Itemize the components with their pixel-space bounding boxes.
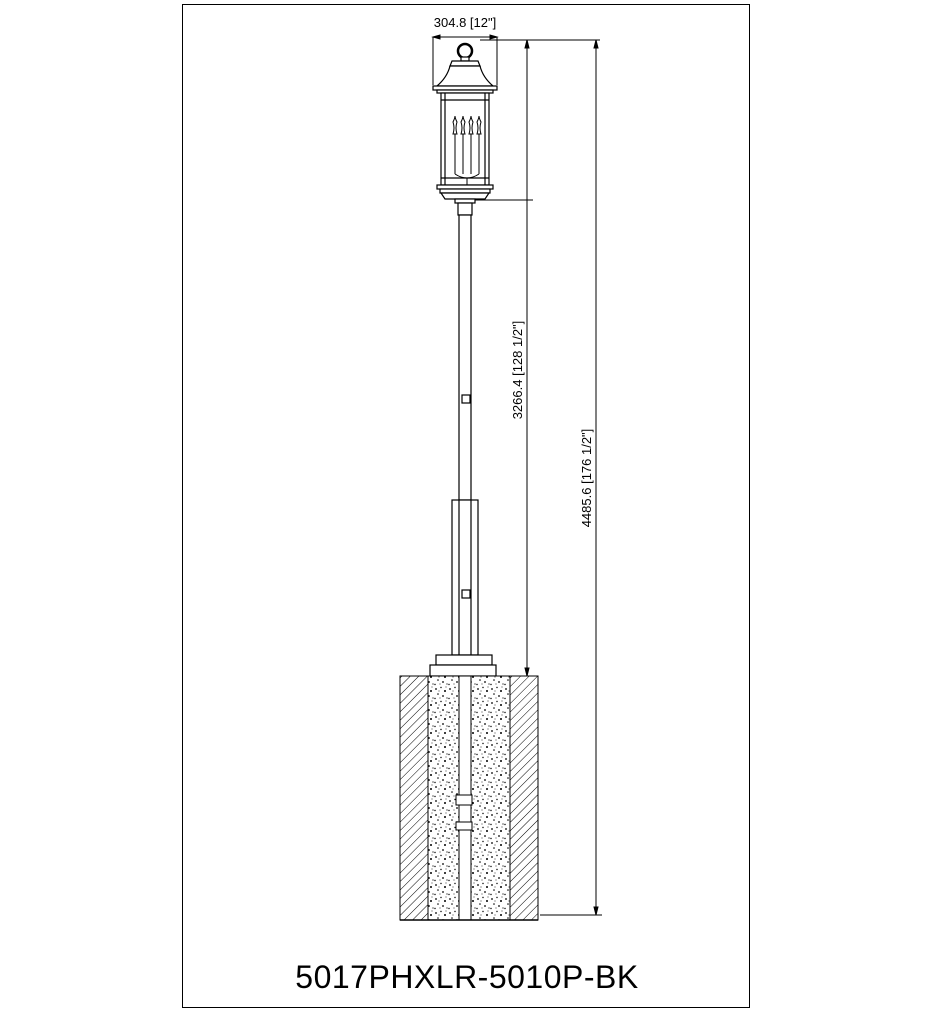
overall-height-dimension: [540, 39, 602, 916]
pole: [429, 202, 497, 677]
pole-height-label: 3266.4 [128 1/2"]: [510, 321, 525, 420]
model-number: 5017PHXLR-5010P-BK: [295, 959, 639, 995]
drawing-frame: [182, 4, 750, 1008]
overall-height-label: 4485.6 [176 1/2"]: [579, 429, 594, 528]
width-dimension: [431, 34, 499, 85]
foundation: [399, 675, 539, 921]
width-dimension-label: 304.8 [12"]: [434, 15, 496, 30]
lantern: [432, 42, 498, 204]
